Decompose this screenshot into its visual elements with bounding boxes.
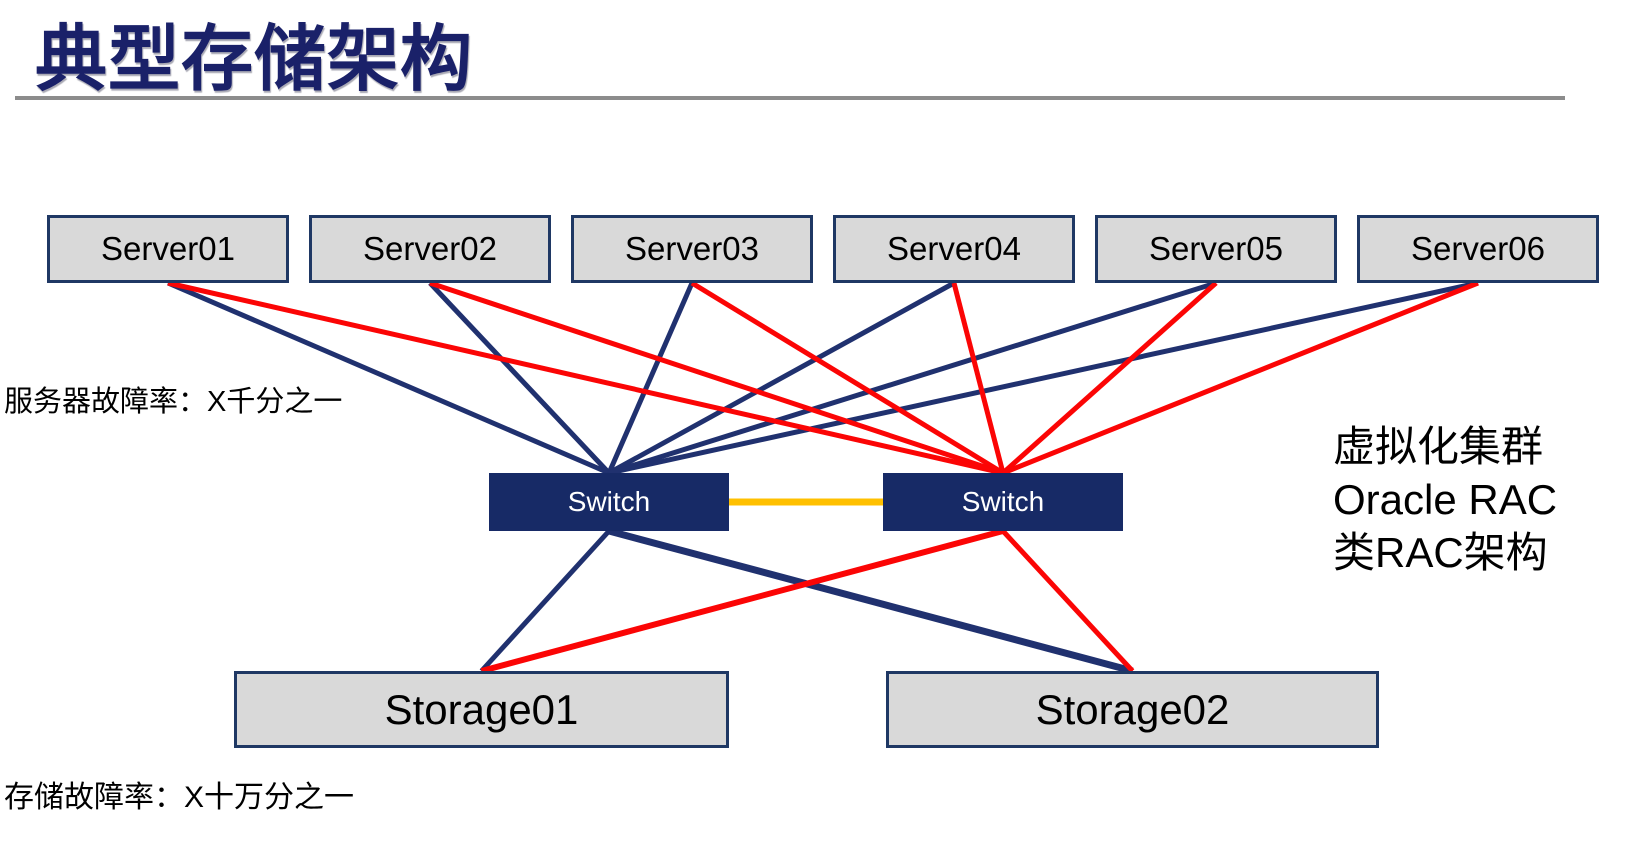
edge-server1-to-switch_left xyxy=(167,280,610,476)
edge-server3-to-switch_right xyxy=(690,280,1005,476)
server-label: Server01 xyxy=(101,230,235,267)
side-note-line-1: 虚拟化集群 xyxy=(1333,423,1544,470)
edge-server2-to-switch_left xyxy=(428,281,611,475)
edge-switch_left-to-storage1 xyxy=(479,529,611,673)
storage-box-1: Storage01 xyxy=(234,671,729,748)
side-note-line-2: Oracle RAC xyxy=(1333,476,1558,523)
switch-label: Switch xyxy=(567,486,651,517)
edge-server6-to-switch_left xyxy=(608,280,1479,476)
server-box-2: Server02 xyxy=(309,215,551,283)
edge-switch_right-to-storage1 xyxy=(480,528,1004,674)
server-box-3: Server03 xyxy=(571,215,813,283)
server-box-4: Server04 xyxy=(833,215,1075,283)
edge-switch_right-to-storage2 xyxy=(1001,529,1135,673)
title-divider xyxy=(15,96,1565,100)
server-box-1: Server01 xyxy=(47,215,289,283)
server-label: Server05 xyxy=(1149,230,1283,267)
storage-label: Storage02 xyxy=(1035,685,1230,733)
edge-server6-to-switch_right xyxy=(1002,280,1479,476)
server-box-5: Server05 xyxy=(1095,215,1337,283)
storage-failure-rate-label: 存储故障率：X十万分之一 xyxy=(4,781,355,814)
edge-server5-to-switch_left xyxy=(608,280,1217,476)
server-box-6: Server06 xyxy=(1357,215,1599,283)
page-title: 典型存储架构 xyxy=(35,20,474,100)
storage-box-2: Storage02 xyxy=(886,671,1379,748)
server-label: Server03 xyxy=(625,230,759,267)
side-note: 虚拟化集群 Oracle RAC 类RAC架构 xyxy=(1333,420,1557,579)
side-note-line-3: 类RAC架构 xyxy=(1333,529,1548,576)
edge-server1-to-switch_right xyxy=(167,280,1004,476)
server-label: Server02 xyxy=(363,230,497,267)
edge-server4-to-switch_left xyxy=(607,280,956,476)
server-label: Server04 xyxy=(887,230,1021,267)
edge-server5-to-switch_right xyxy=(1001,281,1218,475)
server-failure-rate-label: 服务器故障率：X千分之一 xyxy=(4,386,343,418)
edge-server2-to-switch_right xyxy=(429,280,1004,476)
server-label: Server06 xyxy=(1411,230,1545,267)
edge-switch_left-to-storage2 xyxy=(608,527,1134,675)
storage-label: Storage01 xyxy=(384,685,579,733)
switch-box-left: Switch xyxy=(489,473,729,531)
switch-box-right: Switch xyxy=(883,473,1123,531)
edge-server4-to-switch_right xyxy=(951,282,1006,474)
switch-label: Switch xyxy=(961,486,1045,517)
edge-server3-to-switch_left xyxy=(606,281,695,475)
